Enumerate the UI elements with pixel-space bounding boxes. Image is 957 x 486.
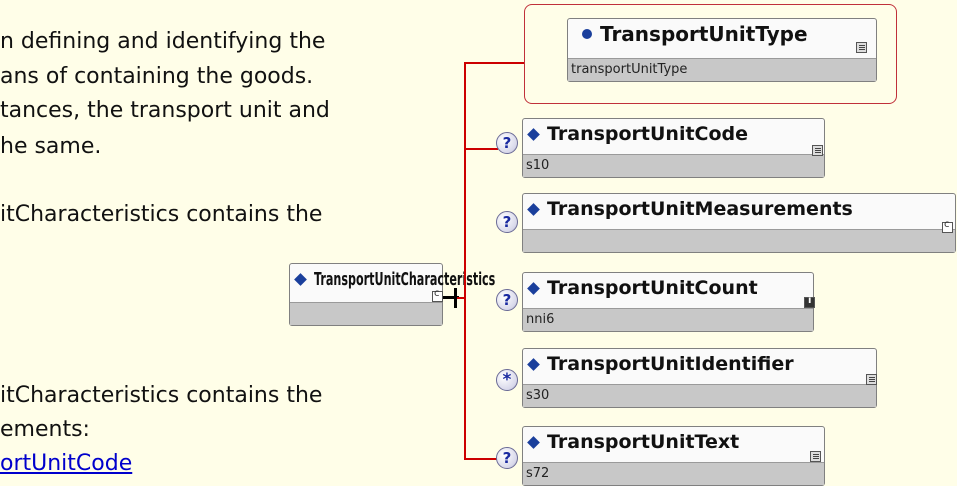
transport-unit-type-node[interactable]: TransportUnitType transportUnitType: [567, 18, 877, 82]
root-element-node[interactable]: TransportUnitCharacteristics: [289, 263, 495, 326]
desc-line-2: ans of containing the goods.: [0, 64, 314, 89]
optional-occurrence-icon: ?: [496, 289, 518, 311]
child-transport-unit-identifier[interactable]: TransportUnitIdentifier s30: [522, 348, 877, 408]
transport-unit-type-label: TransportUnitType: [600, 22, 808, 46]
child-label: TransportUnitCode: [547, 123, 749, 145]
complex-type-icon: [942, 219, 953, 233]
child-transport-unit-count[interactable]: TransportUnitCount nni6: [522, 272, 814, 332]
desc-line-3: tances, the transport unit and: [0, 98, 330, 123]
desc-line-4: he same.: [0, 134, 102, 159]
child-transport-unit-measurements[interactable]: TransportUnitMeasurements: [522, 193, 956, 253]
child-type: s30: [523, 384, 876, 407]
desc-line-6: itCharacteristics contains the: [0, 383, 323, 408]
child-transport-unit-code[interactable]: TransportUnitCode s10: [522, 118, 825, 178]
root-element-label: TransportUnitCharacteristics: [314, 268, 496, 290]
connector-spine: [457, 297, 465, 299]
element-diamond-icon: [527, 127, 540, 141]
child-transport-unit-text[interactable]: TransportUnitText s72: [522, 426, 825, 486]
attribute-group-icon: [582, 29, 592, 39]
element-diamond-icon: [527, 202, 540, 216]
documentation-icon: [866, 374, 877, 385]
documentation-icon: [812, 145, 823, 156]
element-diamond-icon: [527, 435, 540, 449]
element-diamond-icon: [527, 281, 540, 295]
repeat-occurrence-icon: *: [496, 369, 518, 391]
info-icon: [804, 295, 815, 308]
optional-occurrence-icon: ?: [496, 132, 518, 154]
child-label: TransportUnitIdentifier: [547, 353, 794, 375]
element-diamond-icon: [527, 357, 540, 371]
optional-occurrence-icon: ?: [496, 211, 518, 233]
root-element-type: [290, 302, 442, 325]
child-type: s10: [523, 154, 824, 177]
child-label: TransportUnitCount: [547, 277, 758, 299]
child-label: TransportUnitMeasurements: [547, 198, 853, 220]
sequence-connector: [443, 296, 459, 299]
documentation-icon: [856, 42, 867, 53]
child-type: nni6: [523, 308, 813, 331]
link-transport-unit-code[interactable]: ortUnitCode: [0, 451, 133, 476]
child-type: [523, 229, 955, 252]
desc-line-7: ements:: [0, 417, 90, 442]
child-type: s72: [523, 462, 824, 485]
documentation-icon: [810, 451, 821, 462]
desc-line-1: n defining and identifying the: [0, 29, 326, 54]
desc-line-5: itCharacteristics contains the: [0, 202, 323, 227]
transport-unit-type-typename: transportUnitType: [568, 58, 876, 81]
complex-type-icon: [432, 288, 443, 302]
optional-occurrence-icon: ?: [496, 447, 518, 469]
element-diamond-icon: [294, 272, 307, 286]
child-label: TransportUnitText: [547, 431, 740, 453]
